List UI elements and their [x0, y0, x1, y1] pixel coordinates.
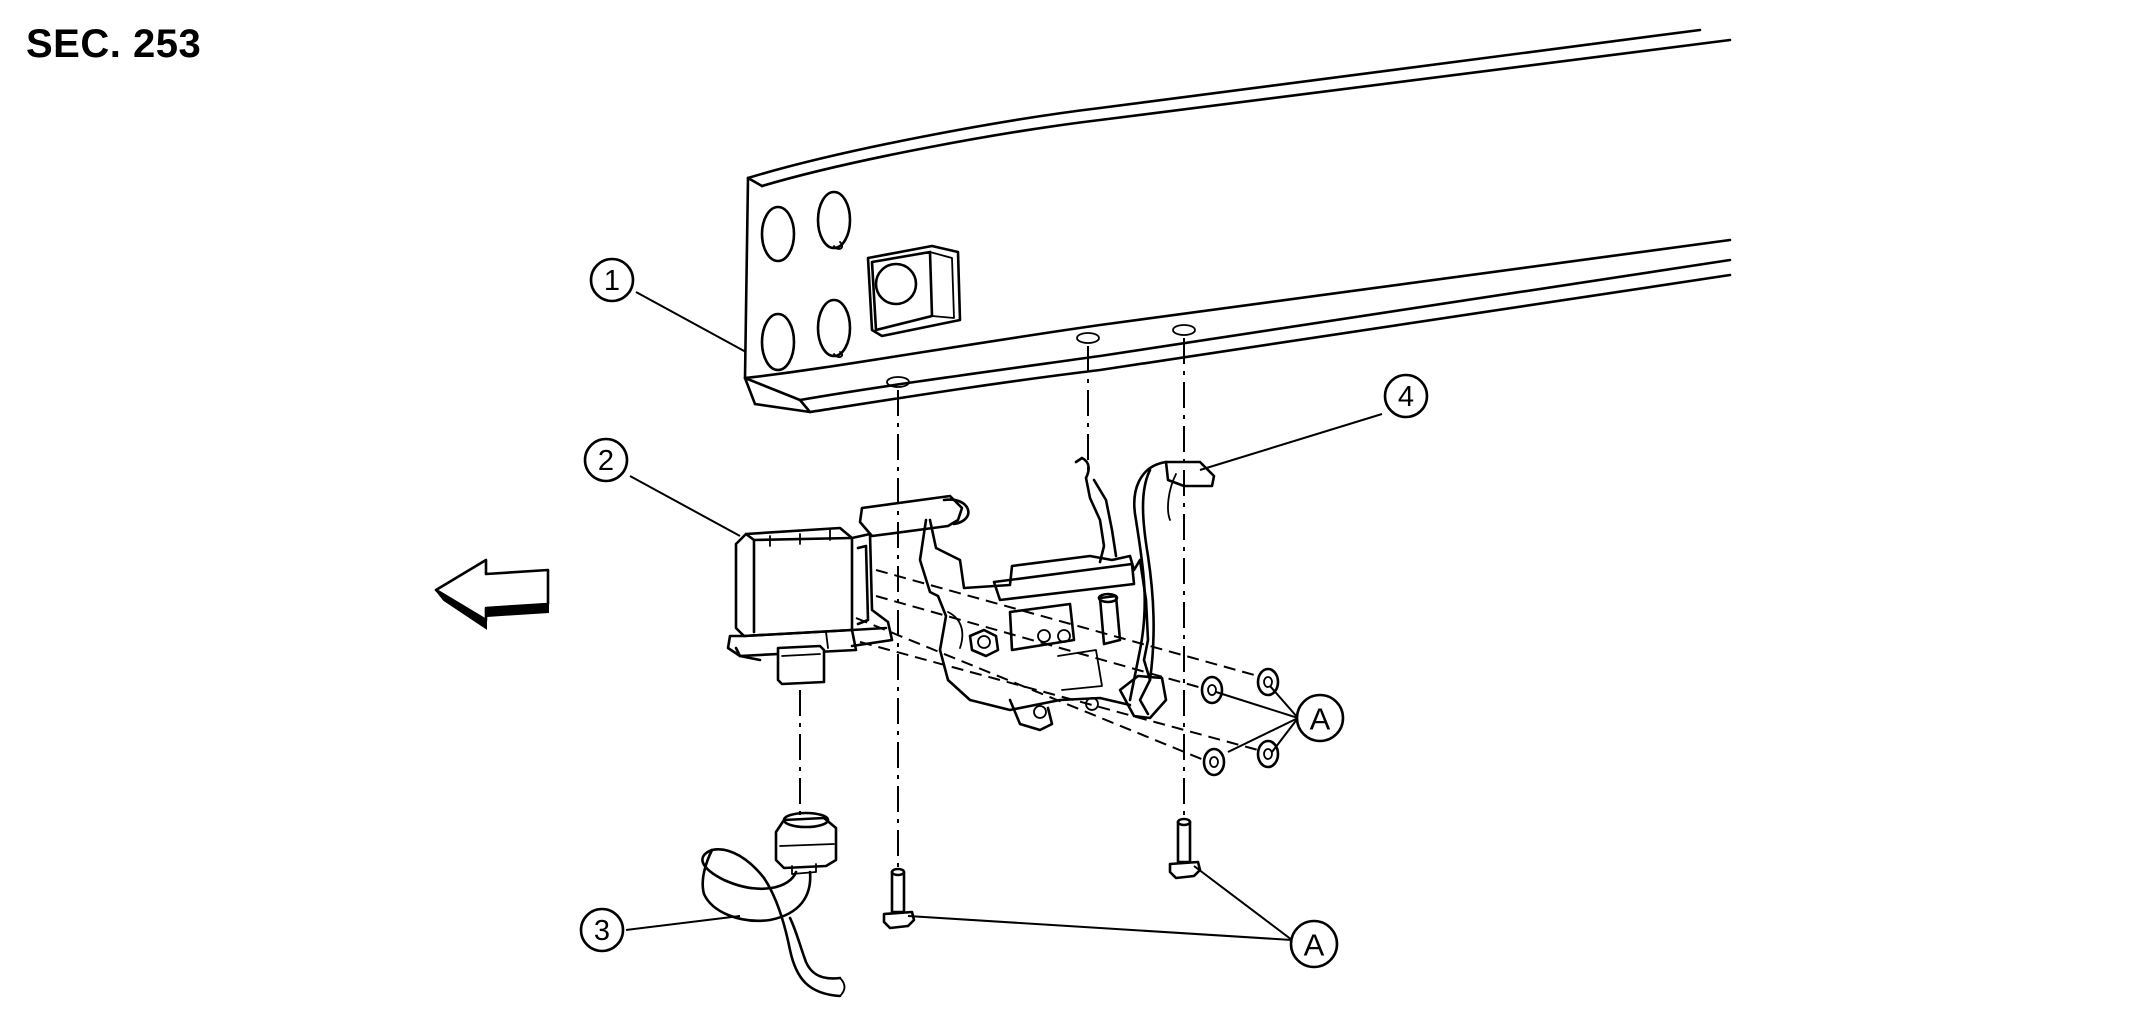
bolt-left: [882, 867, 916, 930]
nut-upper-near: [1200, 675, 1224, 705]
nut-lower-near: [1202, 747, 1226, 777]
callout-1: 1: [589, 257, 635, 303]
callout-a-nuts-label: A: [1310, 702, 1331, 737]
nut-lower-far: [1256, 739, 1280, 769]
section-title: SEC. 253: [26, 22, 202, 66]
bumper-reinforcement: [743, 28, 1732, 414]
callout-a-nuts: A: [1295, 693, 1345, 743]
callout-3: 3: [579, 907, 625, 953]
callout-3-label: 3: [594, 915, 610, 947]
callout-4: 4: [1383, 373, 1429, 419]
callout-1-label: 1: [604, 265, 620, 297]
callout-a-bolts: A: [1289, 919, 1339, 969]
callout-a-bolts-label: A: [1304, 928, 1325, 963]
callout-2-label: 2: [598, 445, 614, 477]
harness-clip: [1128, 460, 1216, 702]
front-arrow-icon: [434, 558, 550, 630]
sensor-unit: [726, 526, 894, 686]
nut-upper-far: [1256, 667, 1280, 697]
harness-connector: [701, 811, 846, 998]
callout-2: 2: [583, 437, 629, 483]
sensor-bracket: [858, 456, 1168, 732]
bolt-right: [1168, 817, 1202, 880]
callout-4-label: 4: [1398, 381, 1414, 413]
